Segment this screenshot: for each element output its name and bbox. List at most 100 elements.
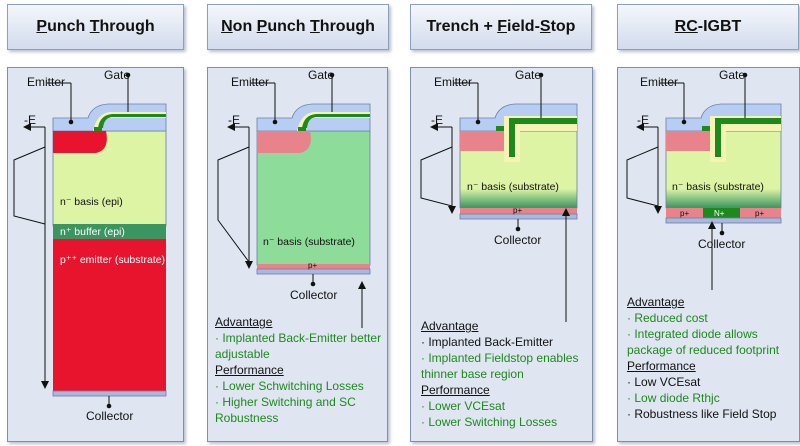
rc-advantage-title: Advantage [627,295,685,309]
npt-gate-poly [302,114,370,128]
pt-collector-label: Collector [86,409,133,423]
header-title-part: hrough [319,18,375,35]
header-title-part: Trench + [426,18,498,35]
rc-performance-title: Performance [627,359,696,373]
rc-trench-poly [715,118,781,157]
npt-basis-label: n⁻ basis (substrate) [263,236,355,248]
npt-n-plus-contact [298,127,306,131]
pt-emitter-sub-label: p⁺⁺ emitter (substrate) [60,254,165,266]
rc-n-plus-region [703,208,740,218]
header-title: Trench + Field-Stop [427,18,576,36]
npt-neg-e-label: -E [228,113,240,127]
fs-performance-item: · Lower Switching Losses [421,415,558,429]
header-punch-through: Punch Through [7,4,184,50]
npt-performance-title: Performance [215,363,284,377]
rc-advantage-item: · Integrated diode allows package of red… [627,327,780,357]
fs-performance-title: Performance [421,383,490,397]
rc-performance-item: · Low diode Rthjc [627,391,720,405]
header-title: RC-IGBT [675,18,742,36]
fs-advantage-title: Advantage [421,319,479,333]
rc-text-block: Advantage · Reduced cost · Integrated di… [627,294,797,422]
npt-gate-label: Gate [308,68,334,82]
fs-basis-label: n⁻ basis (substrate) [467,181,559,193]
pt-n-plus-contact [94,127,102,131]
header-title-part: unch [267,18,311,35]
pt-neg-e-label: -E [24,113,36,127]
rc-gate-label: Gate [719,68,745,82]
header-title-part: S [539,18,551,35]
fs-collector-label: Collector [494,233,541,247]
fs-performance-item: · Lower VCEsat [421,399,506,413]
npt-p-plus-label: p+ [308,261,317,270]
pt-basis-label: n⁻ basis (epi) [60,196,123,208]
fs-p-layer [460,208,577,214]
npt-performance-item: · Higher Switching and SC Robustness [215,395,356,425]
rc-red-well [666,131,710,151]
header-title-part: unch [47,18,90,35]
fs-trench-oxide [504,116,577,162]
rc-p-plus-right-label: p+ [755,209,764,218]
rc-collector-label: Collector [698,237,745,251]
pt-collector-metal [52,390,167,397]
fs-n-plus-contact [496,126,504,131]
fs-advantage-item: · Implanted Fieldstop enables thinner ba… [421,351,579,381]
pt-gate-poly [98,114,166,128]
rc-p-plus-left-label: p+ [680,209,689,218]
fs-trench-poly [509,118,577,157]
rc-n-plus-label: N+ [714,209,725,218]
pt-p-emitter [53,239,166,391]
npt-emitter-label: Emitter [231,75,269,89]
fs-p-plus-label: p+ [513,206,522,215]
fs-device [420,72,578,322]
npt-performance-item: · Lower Schwitching Losses [215,379,364,393]
pt-red-well [53,131,107,153]
rc-advantage-item: · Reduced cost [627,311,708,325]
npt-text-block: Advantage · Implanted Back-Emitter bette… [215,314,385,426]
header-title-part: -IGBT [697,18,742,35]
header-rc-igbt: RC-IGBT [617,4,799,50]
pt-n-buffer [53,224,166,239]
rc-collector-metal [665,217,782,224]
header-title-part: on [232,18,257,35]
npt-n-basis [256,130,371,266]
header-title-part: F [497,18,508,35]
pt-buffer-label: n⁺ buffer (epi) [60,226,125,238]
rc-n-plus-contact [702,126,710,131]
header-title-part: RC [674,18,698,35]
header-title-part: P [256,18,268,35]
npt-device [217,72,371,328]
fs-emitter-label: Emitter [434,75,472,89]
pt-gate-label: Gate [104,68,130,82]
header-trench-field-stop: Trench + Field-Stop [410,4,592,50]
header-title: Punch Through [36,18,154,36]
header-title-part: P [36,18,48,35]
fs-text-block: Advantage · Implanted Back-Emitter · Imp… [421,318,589,430]
npt-red-well [257,131,311,153]
header-title-part: T [310,18,320,35]
header-title: Non Punch Through [221,18,375,36]
npt-collector-label: Collector [290,288,337,302]
rc-performance-item: · Low VCEsat [627,375,701,389]
rc-neg-e-label: -E [637,113,649,127]
npt-advantage-item: · Implanted Back-Emitter better adjustab… [215,331,382,361]
pt-emitter-label: Emitter [27,75,65,89]
fs-neg-e-label: -E [431,113,443,127]
fs-gate-label: Gate [515,68,541,82]
header-title-part: hrough [99,18,155,35]
rc-emitter-label: Emitter [640,75,678,89]
pt-device [13,72,167,409]
header-title-part: T [89,18,100,35]
header-title-part: ield- [507,18,540,35]
npt-p-layer [257,264,370,269]
rc-device [626,72,782,290]
header-non-punch-through: Non Punch Through [207,4,389,50]
header-title-part: N [221,18,233,35]
fs-advantage-item: · Implanted Back-Emitter [421,335,554,349]
fs-red-well [460,131,504,151]
rc-trench-oxide [710,116,781,162]
npt-advantage-title: Advantage [215,315,273,329]
header-title-part: top [550,18,576,35]
rc-performance-item: · Robustness like Field Stop [627,407,777,421]
rc-basis-label: n⁻ basis (substrate) [672,181,764,193]
